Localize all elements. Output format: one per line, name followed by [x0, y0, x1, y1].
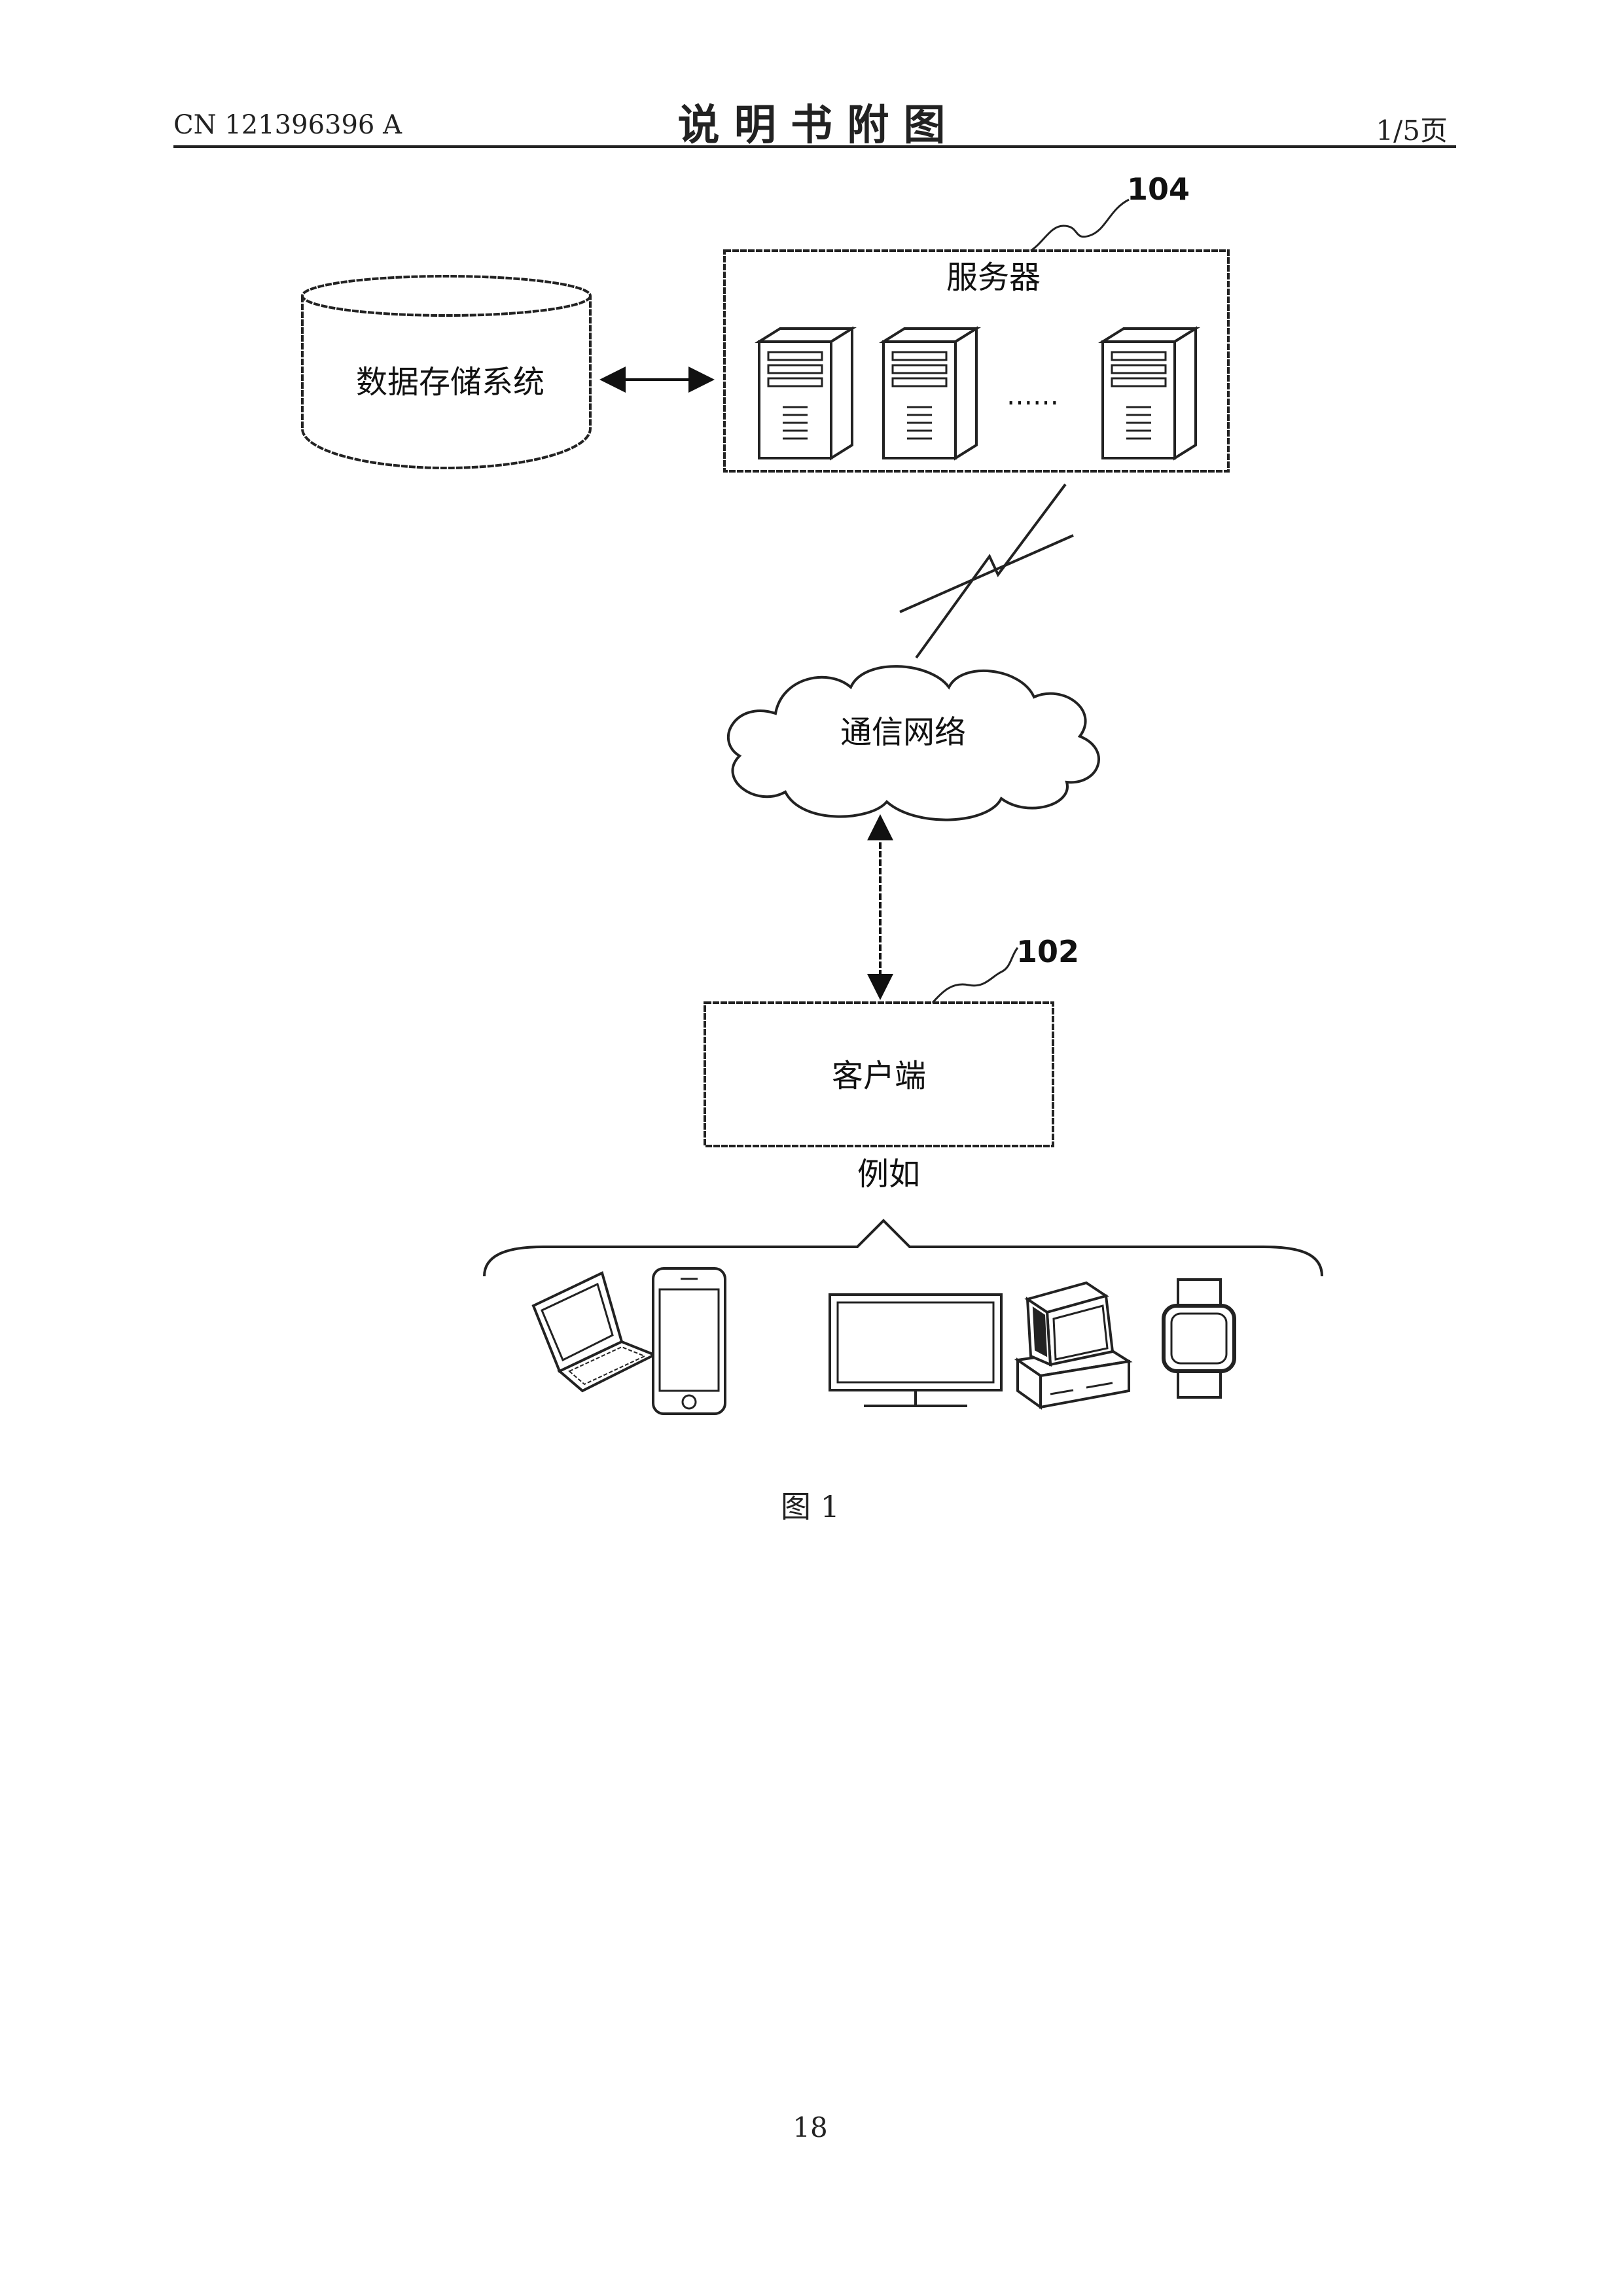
page-number: 18 [793, 2111, 827, 2144]
monitor-icon [830, 1295, 1001, 1406]
server-ref-leader [1031, 200, 1129, 251]
server-tower-icon [883, 329, 976, 458]
examples-brace [484, 1221, 1322, 1276]
laptop-icon [533, 1273, 654, 1391]
examples-label: 例如 [857, 1156, 920, 1193]
client-node: 客户端 [705, 1003, 1053, 1146]
server-tower-icon [759, 329, 852, 458]
wireless-link-icon [900, 484, 1073, 658]
desktop-computer-icon [1018, 1283, 1129, 1407]
storage-label: 数据存储系统 [356, 364, 544, 401]
client-ref-number: 102 [1016, 934, 1079, 969]
server-ellipsis: …… [1007, 381, 1059, 411]
data-storage-node: 数据存储系统 [302, 276, 590, 468]
server-tower-icon [1103, 329, 1196, 458]
client-ref-leader [933, 948, 1018, 1003]
cylinder-top [302, 276, 590, 315]
client-label: 客户端 [832, 1058, 926, 1094]
server-ref-number: 104 [1127, 171, 1190, 207]
network-cloud: 通信网络 [728, 666, 1099, 820]
network-label: 通信网络 [840, 714, 966, 751]
server-label: 服务器 [946, 259, 1041, 296]
server-node: 服务器 …… [724, 251, 1228, 471]
smartwatch-icon [1164, 1280, 1234, 1397]
smartphone-icon [653, 1268, 725, 1414]
figure-caption: 图 1 [781, 1489, 840, 1524]
